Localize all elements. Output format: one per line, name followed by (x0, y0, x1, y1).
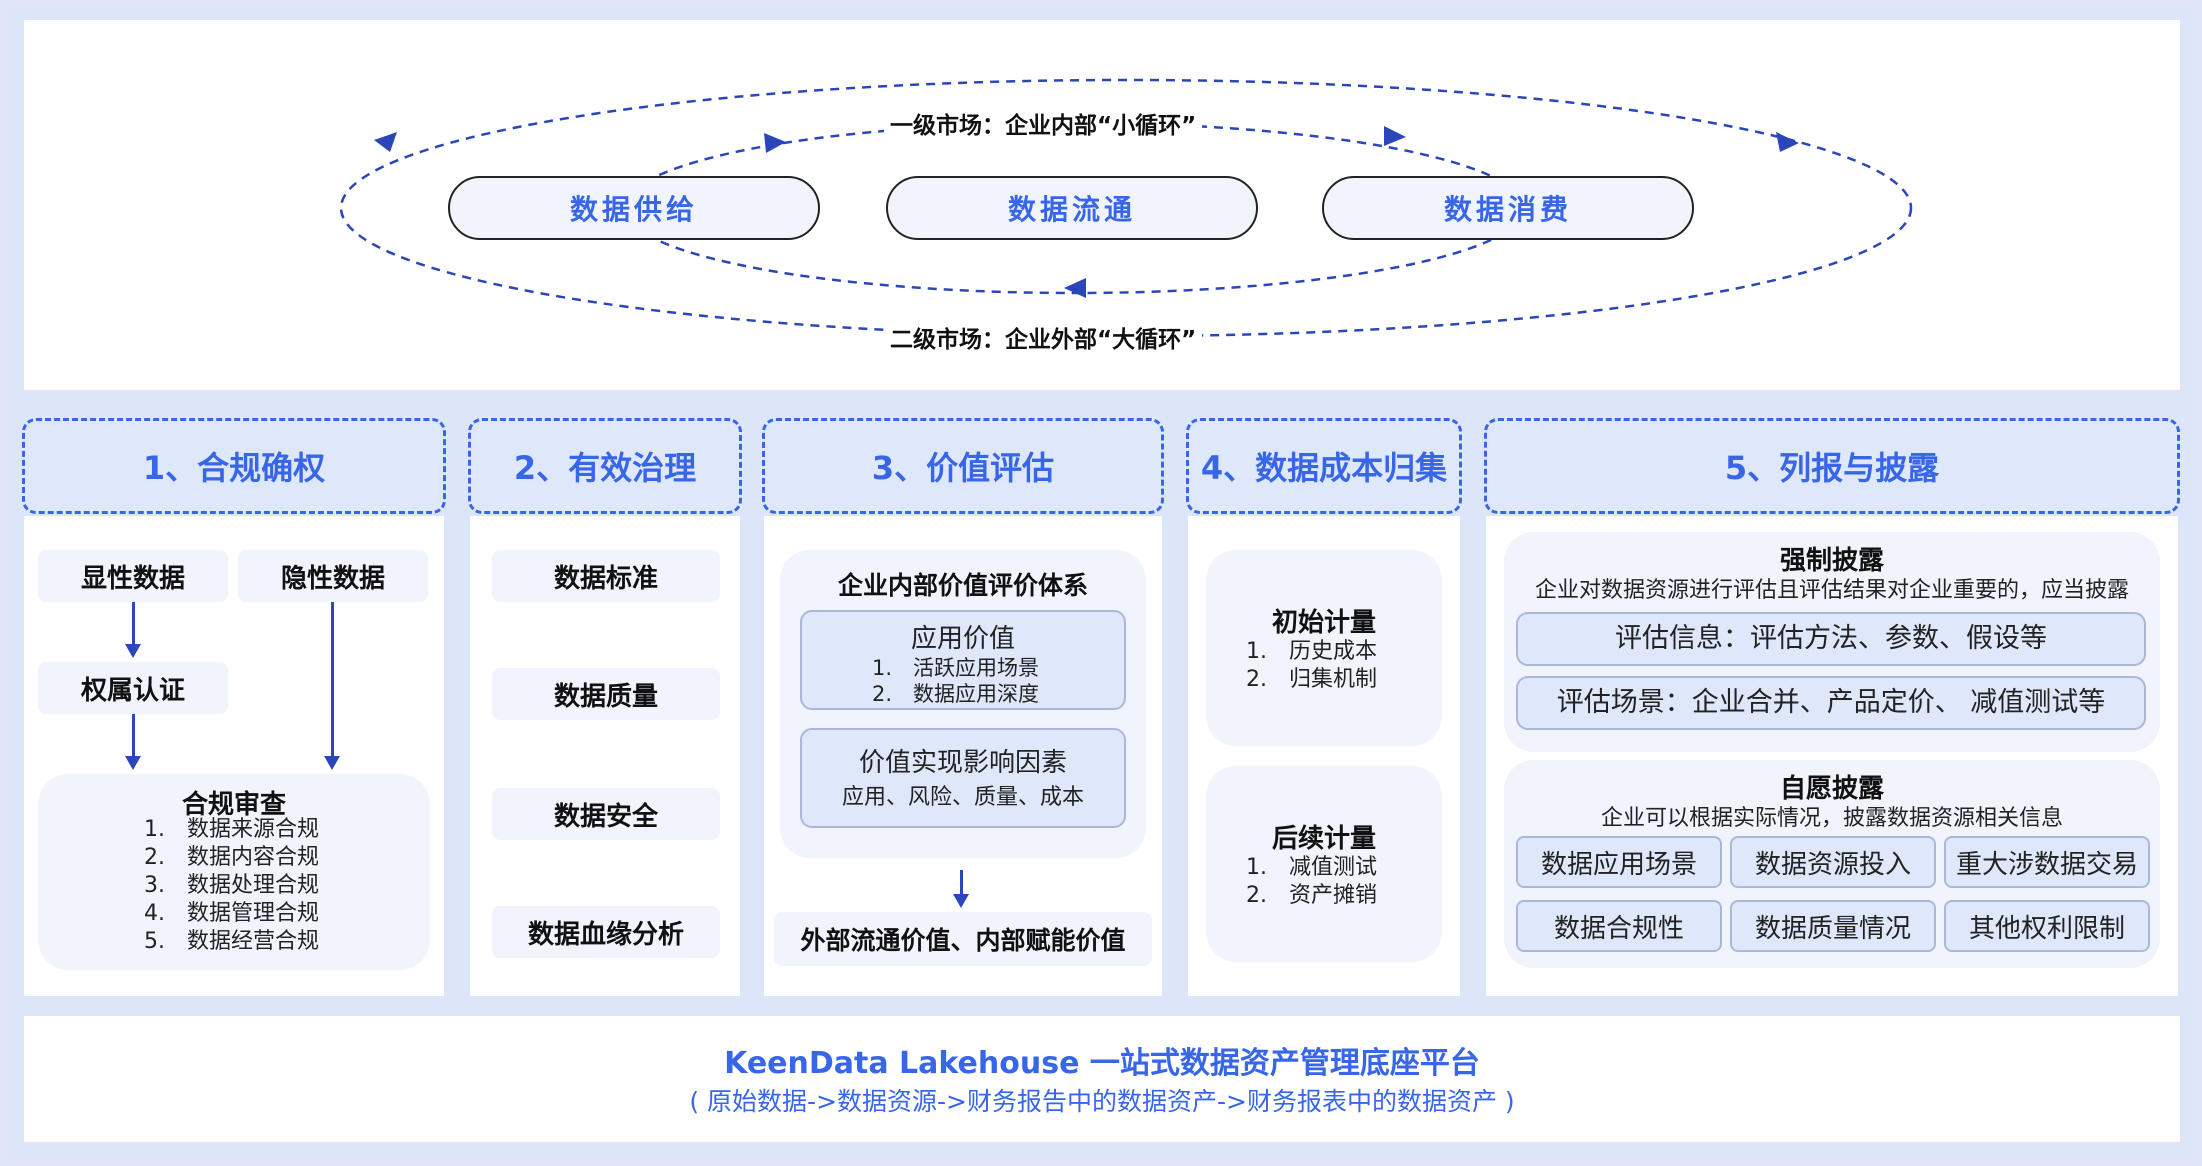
value-factors-title: 价值实现影响因素 (858, 748, 1067, 778)
arrow-ownership-to-review (132, 714, 135, 758)
initial-measurement-list: 1. 历史成本 2. 归集机制 (1246, 638, 1377, 694)
initial-measurement-title: 初始计量 (1271, 608, 1376, 638)
subsequent-measurement-box: 后续计量 1. 减值测试 2. 资产摊销 (1206, 766, 1442, 962)
voluntary-disclosure-box: 自愿披露 企业可以根据实际情况，披露数据资源相关信息 数据应用场景 数据资源投入… (1504, 760, 2160, 968)
governance-item: 数据质量 (492, 668, 720, 720)
list-item: 2. 数据内容合规 (144, 845, 319, 870)
voluntary-disclosure-desc: 企业可以根据实际情况，披露数据资源相关信息 (1600, 806, 2063, 831)
application-value-title: 应用价值 (910, 624, 1015, 654)
voluntary-item: 重大涉数据交易 (1944, 836, 2150, 888)
platform-subtitle: ( 原始数据->数据资源->财务报告中的数据资产->财务报表中的数据资产 ) (689, 1087, 1515, 1116)
arrow-outer-left (374, 132, 397, 152)
data-circulation-pill: 数据流通 (886, 176, 1258, 240)
primary-market-label: 一级市场：企业内部“小循环” (884, 106, 1203, 140)
voluntary-item: 数据资源投入 (1730, 836, 1936, 888)
list-item: 5. 数据经营合规 (144, 929, 319, 954)
mandatory-disclosure-title: 强制披露 (1779, 546, 1884, 576)
valuation-system-title: 企业内部价值评价体系 (837, 571, 1088, 600)
list-item: 4. 数据管理合规 (144, 901, 319, 926)
valuation-result: 外部流通价值、内部赋能价值 (774, 912, 1152, 966)
explicit-data-box: 显性数据 (38, 550, 228, 602)
mandatory-item: 评估信息：评估方法、参数、假设等 (1516, 612, 2146, 666)
governance-item: 数据血缘分析 (492, 906, 720, 958)
arrow-explicit-to-ownership (132, 602, 135, 646)
arrow-head-icon (953, 894, 969, 908)
secondary-market-label: 二级市场：企业外部“大循环” (884, 320, 1203, 354)
list-item: 1. 数据来源合规 (144, 817, 319, 842)
column-body-cost: 初始计量 1. 历史成本 2. 归集机制 后续计量 1. 减值测试 2. 资产摊… (1188, 516, 1460, 996)
ownership-box: 权属认证 (38, 662, 228, 714)
application-value-box: 应用价值 1. 活跃应用场景 2. 数据应用深度 (800, 610, 1126, 710)
arrow-implicit-to-review (331, 602, 334, 758)
mandatory-item: 评估场景：企业合并、产品定价、 减值测试等 (1516, 676, 2146, 730)
implicit-data-box: 隐性数据 (238, 550, 428, 602)
voluntary-item: 数据质量情况 (1730, 900, 1936, 952)
column-body-compliance: 显性数据 隐性数据 权属认证 合规审查 1. 数据来源合规 2. 数据内容合规 … (24, 516, 444, 996)
voluntary-disclosure-title: 自愿披露 (1779, 774, 1884, 804)
list-item: 1. 减值测试 (1246, 855, 1377, 880)
arrow-inner-left (764, 133, 786, 153)
list-item: 2. 资产摊销 (1246, 883, 1377, 908)
column-body-governance: 数据标准 数据质量 数据安全 数据血缘分析 (470, 516, 740, 996)
arrow-head-icon (125, 756, 141, 770)
arrow-head-icon (125, 644, 141, 658)
list-item: 1. 历史成本 (1246, 639, 1377, 664)
market-loop-panel: 一级市场：企业内部“小循环” 二级市场：企业外部“大循环” 数据供给 数据流通 … (24, 20, 2180, 390)
compliance-review-box: 合规审查 1. 数据来源合规 2. 数据内容合规 3. 数据处理合规 4. 数据… (38, 774, 430, 970)
mandatory-disclosure-box: 强制披露 企业对数据资源进行评估且评估结果对企业重要的，应当披露 评估信息：评估… (1504, 532, 2160, 752)
column-header-governance: 2、有效治理 (468, 418, 742, 514)
column-header-compliance: 1、合规确权 (22, 418, 446, 514)
list-item: 1. 活跃应用场景 (872, 656, 1040, 680)
column-body-valuation: 企业内部价值评价体系 应用价值 1. 活跃应用场景 2. 数据应用深度 价值实现… (764, 516, 1162, 996)
data-consumption-pill: 数据消费 (1322, 176, 1694, 240)
subsequent-measurement-title: 后续计量 (1271, 824, 1376, 854)
value-factors-text: 应用、风险、质量、成本 (841, 785, 1084, 810)
list-item: 3. 数据处理合规 (144, 873, 319, 898)
column-body-disclosure: 强制披露 企业对数据资源进行评估且评估结果对企业重要的，应当披露 评估信息：评估… (1486, 516, 2178, 996)
arrow-head-icon (324, 756, 340, 770)
value-factors-box: 价值实现影响因素 应用、风险、质量、成本 (800, 728, 1126, 828)
compliance-review-title: 合规审查 (181, 790, 286, 820)
initial-measurement-box: 初始计量 1. 历史成本 2. 归集机制 (1206, 550, 1442, 746)
governance-item: 数据标准 (492, 550, 720, 602)
arrow-inner-right (1384, 126, 1406, 146)
arrow-to-result (960, 870, 963, 896)
voluntary-item: 数据应用场景 (1516, 836, 1722, 888)
outer-loop (339, 78, 1913, 338)
mandatory-disclosure-desc: 企业对数据资源进行评估且评估结果对企业重要的，应当披露 (1534, 578, 2129, 603)
list-item: 2. 数据应用深度 (872, 682, 1040, 706)
list-item: 2. 归集机制 (1246, 667, 1377, 692)
platform-title: KeenData Lakehouse 一站式数据资产管理底座平台 (724, 1046, 1480, 1081)
compliance-review-list: 1. 数据来源合规 2. 数据内容合规 3. 数据处理合规 4. 数据管理合规 … (144, 816, 319, 956)
subsequent-measurement-list: 1. 减值测试 2. 资产摊销 (1246, 854, 1377, 910)
data-supply-pill: 数据供给 (448, 176, 820, 240)
valuation-system-box: 企业内部价值评价体系 应用价值 1. 活跃应用场景 2. 数据应用深度 价值实现… (780, 550, 1146, 858)
voluntary-item: 其他权利限制 (1944, 900, 2150, 952)
arrow-inner-bottom (1064, 278, 1086, 298)
arrow-outer-right (1776, 132, 1799, 152)
application-value-list: 1. 活跃应用场景 2. 数据应用深度 (802, 655, 1124, 707)
column-header-valuation: 3、价值评估 (762, 418, 1164, 514)
platform-footer: KeenData Lakehouse 一站式数据资产管理底座平台 ( 原始数据-… (24, 1016, 2180, 1142)
column-header-cost: 4、数据成本归集 (1186, 418, 1462, 514)
voluntary-item: 数据合规性 (1516, 900, 1722, 952)
column-header-disclosure: 5、列报与披露 (1484, 418, 2180, 514)
governance-item: 数据安全 (492, 788, 720, 840)
